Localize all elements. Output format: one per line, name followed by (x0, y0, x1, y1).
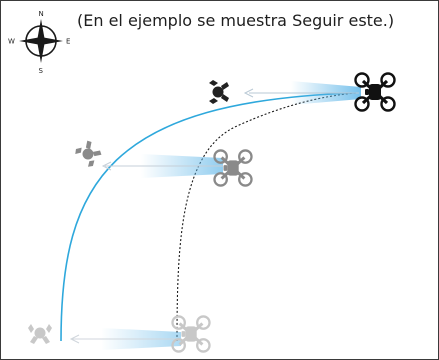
person-walking-icon-current (209, 80, 229, 104)
person-walking-icon-earliest (28, 324, 52, 344)
camera-view-mid (101, 154, 223, 178)
person-walking-icon-previous (73, 137, 105, 169)
subject-path (60, 92, 357, 342)
compass-east-label: E (66, 38, 70, 46)
quadcopter-drone-icon-current (353, 71, 397, 113)
camera-view-low (69, 328, 181, 350)
compass-rose-icon: N S E W (8, 10, 70, 75)
camera-view-top (243, 81, 361, 105)
compass-north-label: N (39, 10, 44, 18)
diagram-caption: (En el ejemplo se muestra Seguir este.) (77, 11, 395, 30)
compass-west-label: W (8, 38, 15, 46)
drone-path (176, 92, 357, 342)
compass-south-label: S (39, 67, 44, 75)
